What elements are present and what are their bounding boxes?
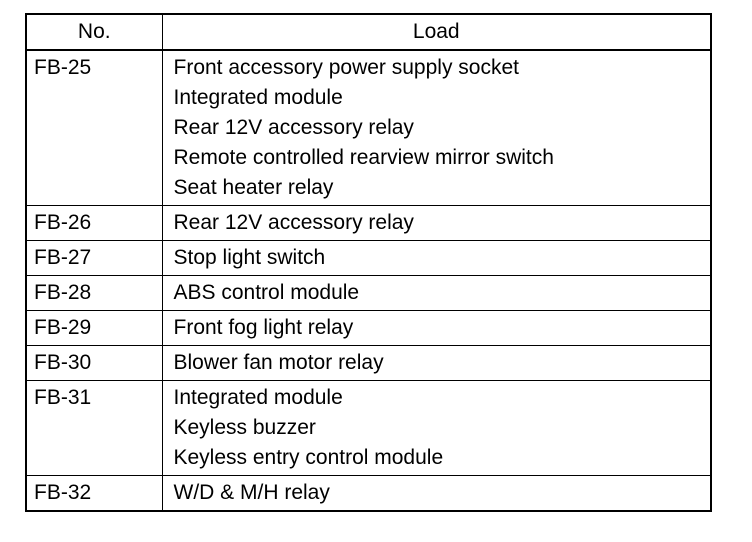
load-item: Blower fan motor relay xyxy=(173,351,384,374)
load-item: ABS control module xyxy=(173,281,360,304)
fuse-number: FB-31 xyxy=(34,386,92,409)
load-item: Front fog light relay xyxy=(173,316,354,339)
fuse-number: FB-26 xyxy=(34,211,92,234)
table-row: FB-30 Blower fan motor relay xyxy=(25,345,712,381)
load-cell: ABS control module xyxy=(161,275,712,311)
load-cell: Front accessory power supply socket Inte… xyxy=(161,49,712,206)
table-header-row: No. Load xyxy=(25,13,712,51)
load-cell: W/D & M/H relay xyxy=(161,475,712,512)
load-cell: Integrated module Keyless buzzer Keyless… xyxy=(161,380,712,476)
fuse-number-cell: FB-29 xyxy=(25,310,163,346)
load-item: Stop light switch xyxy=(173,246,326,269)
load-item: W/D & M/H relay xyxy=(173,481,330,504)
load-cell: Rear 12V accessory relay xyxy=(161,205,712,241)
fuse-number: FB-30 xyxy=(34,351,92,374)
table-row: FB-25 Front accessory power supply socke… xyxy=(25,49,712,206)
table-row: FB-27 Stop light switch xyxy=(25,240,712,276)
table-row: FB-26 Rear 12V accessory relay xyxy=(25,205,712,241)
load-cell: Stop light switch xyxy=(161,240,712,276)
load-item: Seat heater relay xyxy=(173,176,334,199)
header-load: Load xyxy=(161,13,712,51)
table-row: FB-31 Integrated module Keyless buzzer K… xyxy=(25,380,712,476)
load-cell: Front fog light relay xyxy=(161,310,712,346)
fuse-number-cell: FB-30 xyxy=(25,345,163,381)
fuse-number: FB-28 xyxy=(34,281,92,304)
load-item: Front accessory power supply socket xyxy=(173,56,519,79)
fuse-number-cell: FB-28 xyxy=(25,275,163,311)
table-row: FB-32 W/D & M/H relay xyxy=(25,475,712,512)
fuse-number-cell: FB-31 xyxy=(25,380,163,476)
table-row: FB-29 Front fog light relay xyxy=(25,310,712,346)
fuse-number-cell: FB-27 xyxy=(25,240,163,276)
load-item: Integrated module xyxy=(173,386,343,409)
fuse-number-cell: FB-25 xyxy=(25,49,163,206)
fuse-number: FB-27 xyxy=(34,246,92,269)
load-cell: Blower fan motor relay xyxy=(161,345,712,381)
table-row: FB-28 ABS control module xyxy=(25,275,712,311)
header-no: No. xyxy=(25,13,163,51)
fuse-number: FB-29 xyxy=(34,316,92,339)
load-item: Rear 12V accessory relay xyxy=(173,116,414,139)
fuse-number: FB-32 xyxy=(34,481,92,504)
load-item: Rear 12V accessory relay xyxy=(173,211,414,234)
fuse-load-table: No. Load FB-25 Front accessory power sup… xyxy=(25,13,712,512)
load-item: Integrated module xyxy=(173,86,343,109)
load-item: Keyless buzzer xyxy=(173,416,316,439)
load-item: Remote controlled rearview mirror switch xyxy=(173,146,554,169)
fuse-number-cell: FB-26 xyxy=(25,205,163,241)
fuse-number: FB-25 xyxy=(34,56,92,79)
fuse-number-cell: FB-32 xyxy=(25,475,163,512)
load-item: Keyless entry control module xyxy=(173,446,444,469)
